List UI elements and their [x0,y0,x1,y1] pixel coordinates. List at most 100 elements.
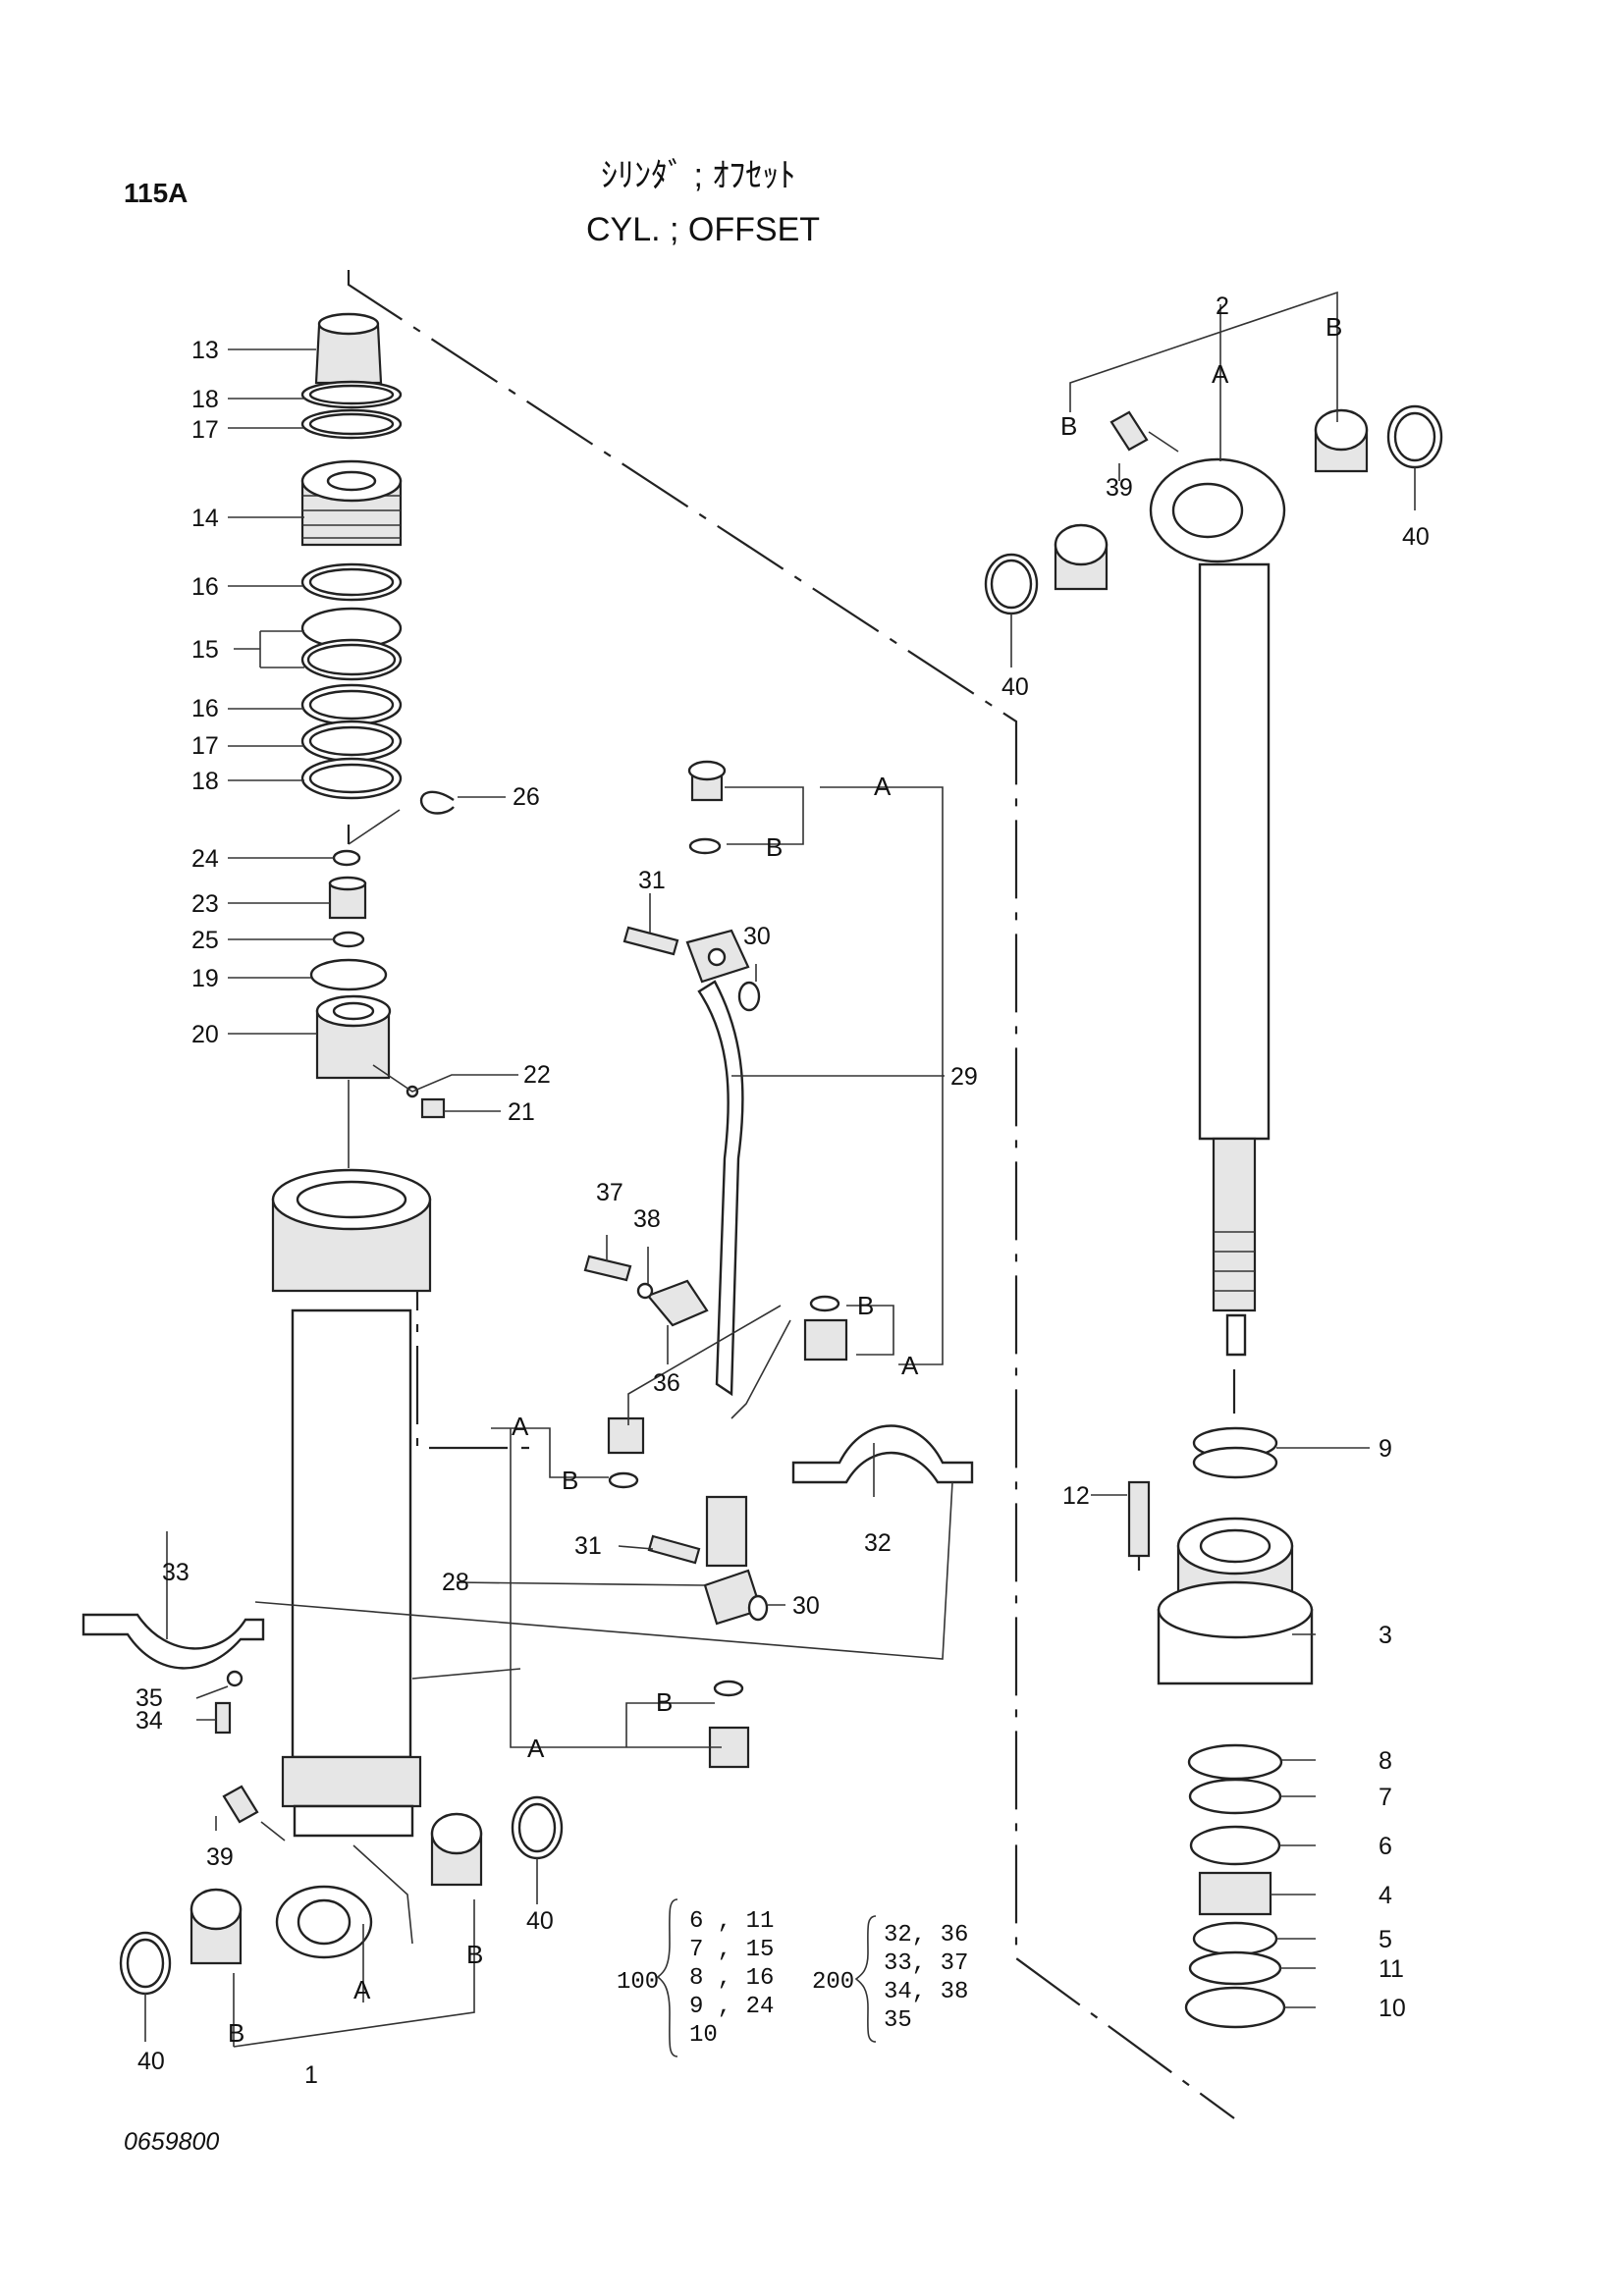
nut-20 [315,994,392,1080]
band-32 [791,1424,974,1484]
callout-40-rod-right: 40 [1402,523,1430,551]
ring-25 [332,931,365,948]
callout-40-tube-left: 40 [137,2048,165,2075]
callout-7: 7 [1379,1784,1392,1811]
callout-11: 11 [1379,1955,1404,1983]
callout-20: 20 [191,1021,219,1048]
bolt-12 [1127,1480,1151,1558]
assembly-outline [347,270,1235,2119]
callout-37: 37 [596,1179,623,1206]
ring-5 [1192,1921,1278,1956]
kit-100-line-3: 8 , 16 [689,1965,774,1992]
grease-fitting-39-tube [222,1785,259,1824]
ring-18-bottom [300,757,403,800]
o-ring-bottom [713,1680,744,1697]
ring-18-top [300,380,403,409]
kit-200-line-1: 32, 36 [884,1922,968,1949]
ring-19 [309,958,388,991]
callout-24: 24 [191,845,219,873]
callout-8: 8 [1379,1747,1392,1775]
ring-16-bottom [300,683,403,726]
callout-6: 6 [1379,1833,1392,1860]
callout-1: 1 [304,2061,318,2089]
callout-29: 29 [950,1063,978,1091]
callout-30-top: 30 [743,923,771,950]
ring-7 [1188,1778,1282,1815]
letter-b-pipe-bottom: B [656,1687,673,1717]
callout-18-top: 18 [191,386,219,413]
o-ring-30-top [737,981,761,1012]
callout-19: 19 [191,965,219,992]
kit-200-line-3: 34, 38 [884,1979,968,2005]
callout-23: 23 [191,890,219,918]
ring-15 [300,607,403,681]
bushing-rod-right [1314,408,1369,473]
letter-a-pipe-top: A [874,772,892,801]
o-ring-top [688,837,722,855]
bushing-23 [328,876,367,920]
tube-pipe-outline [415,1232,530,1450]
dust-seal-40-tube-left [119,1931,172,1996]
o-ring-mid-right [809,1295,840,1312]
callout-9: 9 [1379,1435,1392,1463]
callout-5: 5 [1379,1926,1392,1953]
clamp-36 [646,1279,709,1327]
callout-4: 4 [1379,1882,1392,1909]
callout-22: 22 [523,1061,551,1089]
letter-b-tube-left: B [228,2018,244,2048]
band-33 [81,1613,265,1670]
bushing-rod-left [1054,523,1109,591]
callout-21: 21 [508,1098,535,1126]
callout-33: 33 [162,1559,189,1586]
callout-17-bottom: 17 [191,732,219,760]
ring-24 [332,849,361,867]
callout-14: 14 [191,505,219,532]
letter-b-rod-left: B [1060,411,1077,441]
callout-28: 28 [442,1569,469,1596]
flange-top [685,929,750,984]
set-screw-21 [420,1097,446,1119]
ring-6 [1189,1825,1281,1866]
callout-2: 2 [1216,293,1229,320]
title-english: CYL. ; OFFSET [586,211,820,248]
letter-a-tube: A [353,1975,371,2004]
kit-100-line-5: 10 [689,2022,718,2049]
callout-30-bottom: 30 [792,1592,820,1620]
plug-bottom [708,1726,750,1769]
dust-seal-40-rod-left [984,553,1039,615]
callout-38: 38 [633,1205,661,1233]
letter-a-rod: A [1212,359,1229,389]
callout-40-rod-left: 40 [1001,673,1029,701]
kit-100: 100 6 , 11 7 , 15 8 , 16 9 , 24 10 [617,1898,774,2057]
callout-3: 3 [1379,1622,1392,1649]
callout-31-bottom: 31 [574,1532,602,1560]
rod-head-3 [1157,1517,1314,1685]
ring-10 [1184,1986,1286,2029]
kit-200-line-4: 35 [884,2007,912,2034]
bushing-tube-left [189,1888,243,1965]
bolt-37 [583,1255,632,1282]
plug-mid-left [607,1416,645,1455]
callout-13: 13 [191,337,219,364]
bushing-tube-right [430,1812,483,1887]
connection-letters: A B B A B B A B B A A B B A [228,312,1342,2048]
ring-11 [1188,1950,1282,1986]
grease-fitting-39-rod [1109,410,1149,452]
reference-number: 0659800 [124,2128,219,2156]
page-code: 115A [124,178,188,208]
title-japanese: ｼﾘﾝﾀﾞ ; ｵﾌｾｯﾄ [601,157,795,194]
callout-16-bottom: 16 [191,695,219,722]
letter-b-pipe-mid: B [857,1291,874,1320]
kit-100-line-1: 6 , 11 [689,1908,774,1935]
kit-200-line-2: 33, 37 [884,1950,968,1977]
dust-seal-40-tube-right [511,1795,564,1860]
callout-12: 12 [1062,1482,1090,1510]
piston-rod-2 [1149,457,1286,1357]
ring-4 [1198,1871,1272,1916]
ring-16-top [300,562,403,602]
pipe-29 [697,980,744,1397]
ring-17-bottom [300,720,403,763]
kit-200: 200 32, 36 33, 37 34, 38 35 [812,1915,968,2043]
letter-b-pipe-left: B [562,1466,578,1495]
